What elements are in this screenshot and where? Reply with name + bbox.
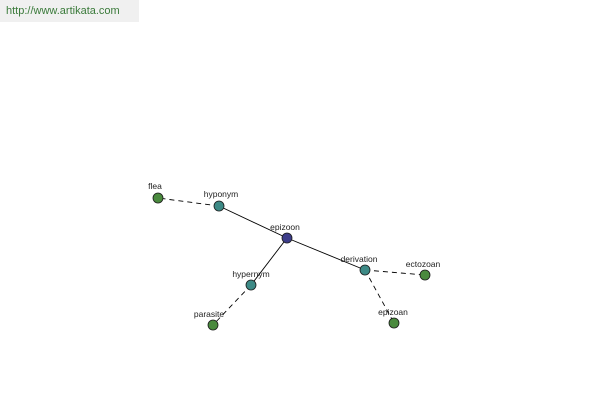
node-epizoan-dot[interactable] [388,317,400,329]
node-epizoon-dot[interactable] [281,232,293,244]
node-hypernym[interactable]: hypernym [232,269,270,291]
node-derivation[interactable]: derivation [341,254,378,276]
node-parasite[interactable]: parasite [194,309,225,331]
node-parasite-dot[interactable] [207,319,219,331]
source-url-banner[interactable]: http://www.artikata.com [0,0,139,22]
node-epizoan[interactable]: epizoan [378,307,408,329]
node-epizoon-label: epizoon [270,222,300,232]
edge-hyponym-flea [157,197,220,207]
source-url-text[interactable]: http://www.artikata.com [6,5,120,17]
node-flea-dot[interactable] [152,192,164,204]
nodes-layer: epizoon hyponym hypernym derivation flea para… [148,181,441,331]
node-derivation-dot[interactable] [359,264,371,276]
node-hyponym-label: hyponym [204,189,239,199]
edges-layer [157,197,426,326]
node-derivation-label: derivation [341,254,378,264]
node-epizoon[interactable]: epizoon [270,222,300,244]
edge-epizoon-hypernym [250,237,288,286]
node-parasite-label: parasite [194,309,225,319]
edge-hypernym-parasite [212,284,252,326]
edge-epizoon-hyponym [218,205,288,239]
node-hyponym[interactable]: hyponym [204,189,239,212]
node-flea-label: flea [148,181,162,191]
node-hypernym-label: hypernym [232,269,269,279]
edge-derivation-ectozoan [364,269,426,276]
node-hyponym-dot[interactable] [213,200,225,212]
node-ectozoan-label: ectozoan [406,259,441,269]
node-hypernym-dot[interactable] [245,279,257,291]
node-epizoan-label: epizoan [378,307,408,317]
edge-epizoon-derivation [286,237,366,271]
node-ectozoan-dot[interactable] [419,269,431,281]
node-flea[interactable]: flea [148,181,164,204]
edge-derivation-epizoan [364,269,395,324]
node-ectozoan[interactable]: ectozoan [406,259,441,281]
